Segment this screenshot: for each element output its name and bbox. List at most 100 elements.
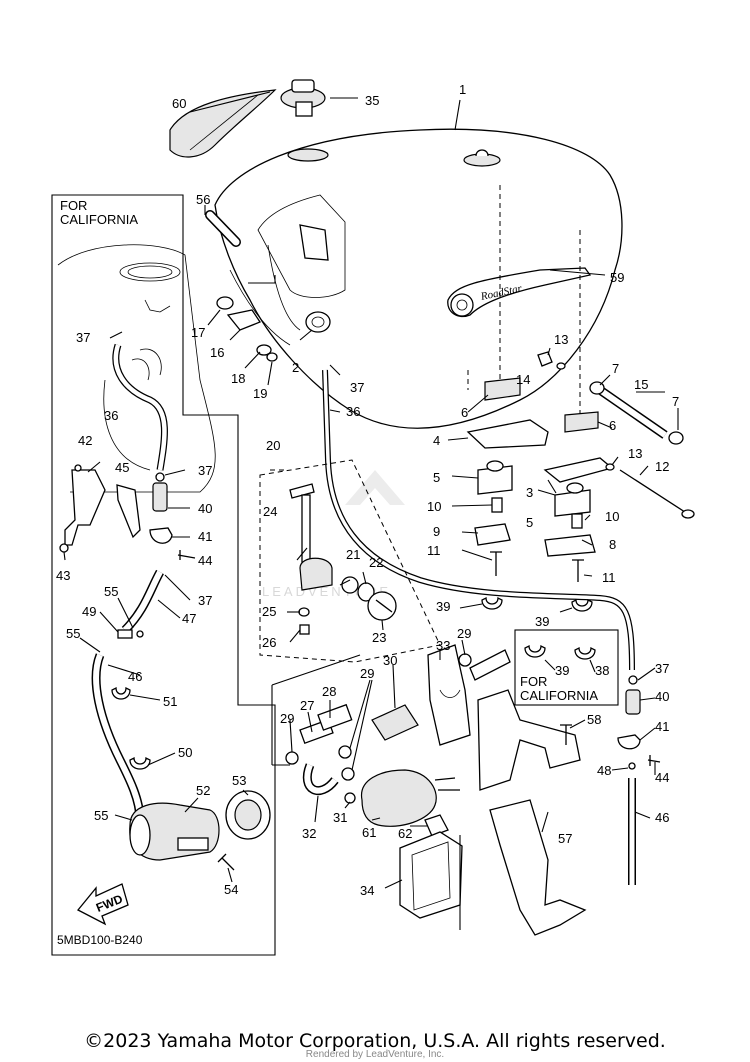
callout-44a: 44 — [198, 553, 212, 568]
callout-57: 57 — [558, 831, 572, 846]
fwd-arrow: FWD — [76, 883, 129, 926]
callout-37e: 37 — [655, 661, 669, 676]
callout-29b: 29 — [360, 666, 374, 681]
inset-right-title-line1: FOR — [520, 674, 547, 689]
callout-17: 17 — [191, 325, 205, 340]
callout-31: 31 — [333, 810, 347, 825]
callout-16: 16 — [210, 345, 224, 360]
callout-29c: 29 — [457, 626, 471, 641]
inset-left-california: FOR CALIFORNIA — [51, 194, 276, 956]
callout-60: 60 — [172, 96, 186, 111]
inset-left-title-line1: FOR — [60, 198, 87, 213]
callout-13a: 13 — [554, 332, 568, 347]
callout-39a: 39 — [436, 599, 450, 614]
callout-5b: 5 — [526, 515, 533, 530]
callout-12: 12 — [655, 459, 669, 474]
callout-34: 34 — [360, 883, 374, 898]
callout-55c: 55 — [94, 808, 108, 823]
callout-20: 20 — [266, 438, 280, 453]
callout-46b: 46 — [655, 810, 669, 825]
emblem-59: RoadStar — [447, 267, 592, 318]
callout-46a: 46 — [128, 669, 142, 684]
callout-29a: 29 — [280, 711, 294, 726]
callout-53: 53 — [232, 773, 246, 788]
callout-39c: 39 — [555, 663, 569, 678]
callout-49: 49 — [82, 604, 96, 619]
callout-6b: 6 — [609, 418, 616, 433]
callout-61: 61 — [362, 825, 376, 840]
callout-37c: 37 — [198, 463, 212, 478]
callout-14: 14 — [516, 372, 530, 387]
callout-52: 52 — [196, 783, 210, 798]
callout-38: 38 — [595, 663, 609, 678]
callout-3: 3 — [526, 485, 533, 500]
callout-33: 33 — [436, 638, 450, 653]
callout-9: 9 — [433, 524, 440, 539]
callout-21: 21 — [346, 547, 360, 562]
callout-39b: 39 — [535, 614, 549, 629]
hose-36 — [322, 369, 635, 671]
callout-59: 59 — [610, 270, 624, 285]
callout-26: 26 — [262, 635, 276, 650]
callout-10b: 10 — [605, 509, 619, 524]
callout-7a: 7 — [612, 361, 619, 376]
callout-11b: 11 — [602, 570, 616, 585]
callout-36b: 36 — [346, 404, 360, 419]
callout-56: 56 — [196, 192, 210, 207]
callout-40a: 40 — [198, 501, 212, 516]
callout-6a: 6 — [461, 405, 468, 420]
callout-42: 42 — [78, 433, 92, 448]
callout-41a: 41 — [198, 529, 212, 544]
rendered-by-credit: Rendered by LeadVenture, Inc. — [305, 1049, 445, 1060]
callout-37a: 37 — [76, 330, 90, 345]
callout-15: 15 — [634, 377, 648, 392]
inset-right-title-line2: CALIFORNIA — [520, 688, 598, 703]
callout-11a: 11 — [427, 543, 441, 558]
callout-24: 24 — [263, 504, 277, 519]
callout-47: 47 — [182, 611, 196, 626]
pad-60 — [169, 89, 277, 158]
leader-lines — [63, 91, 679, 889]
callout-58: 58 — [587, 712, 601, 727]
copyright-notice: ©2023 Yamaha Motor Corporation, U.S.A. A… — [84, 1030, 666, 1052]
callout-37b: 37 — [350, 380, 364, 395]
callout-36a: 36 — [104, 408, 118, 423]
fuel-pump-assembly — [271, 644, 511, 919]
callout-43: 43 — [56, 568, 70, 583]
callout-25: 25 — [262, 604, 276, 619]
callout-41b: 41 — [655, 719, 669, 734]
callout-18: 18 — [231, 371, 245, 386]
callout-27: 27 — [300, 698, 314, 713]
inset-left-title-line2: CALIFORNIA — [60, 212, 138, 227]
callout-54: 54 — [224, 882, 238, 897]
callout-35: 35 — [365, 93, 379, 108]
tube-56 — [205, 210, 241, 247]
callout-50: 50 — [178, 745, 192, 760]
callout-62: 62 — [398, 826, 412, 841]
callout-55b: 55 — [66, 626, 80, 641]
callout-40b: 40 — [655, 689, 669, 704]
callout-5a: 5 — [433, 470, 440, 485]
callout-22: 22 — [369, 555, 383, 570]
diagram-code: 5MBD100-B240 — [57, 933, 143, 947]
fuel-cap-35 — [280, 79, 326, 117]
callout-2: 2 — [292, 360, 299, 375]
callout-45: 45 — [115, 460, 129, 475]
callout-30: 30 — [383, 653, 397, 668]
tank-under-details — [216, 224, 331, 362]
callout-23: 23 — [372, 630, 386, 645]
callout-55a: 55 — [104, 584, 118, 599]
callout-8: 8 — [609, 537, 616, 552]
callout-51: 51 — [163, 694, 177, 709]
callout-1: 1 — [459, 82, 466, 97]
callout-37d: 37 — [198, 593, 212, 608]
callout-7b: 7 — [672, 394, 679, 409]
callout-32: 32 — [302, 826, 316, 841]
callout-19: 19 — [253, 386, 267, 401]
inset-right-california: FOR CALIFORNIA — [481, 596, 661, 885]
callout-13b: 13 — [628, 446, 642, 461]
callout-4: 4 — [433, 433, 440, 448]
callout-10a: 10 — [427, 499, 441, 514]
callout-44b: 44 — [655, 770, 669, 785]
